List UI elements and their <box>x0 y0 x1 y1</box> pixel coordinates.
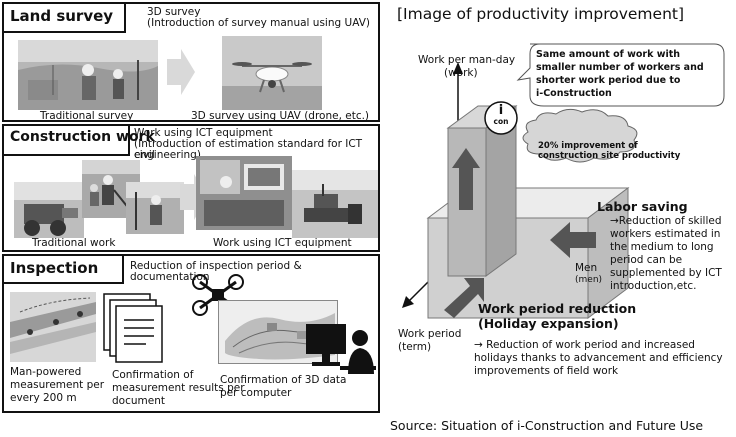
land-survey-subheading: (Introduction of survey manual using UAV… <box>147 17 370 29</box>
y-axis-label-2: (work) <box>444 67 478 79</box>
ict-work-caption: Work using ICT equipment <box>213 237 352 249</box>
inspection-caption-1-line2: measurement per <box>10 379 105 391</box>
labor-saving-title: Labor saving <box>597 199 688 214</box>
inspection-caption-1-line1: Man-powered <box>10 366 82 378</box>
inspection-panel: Inspection Reduction of inspection perio… <box>2 254 380 413</box>
z-axis-label-2: (term) <box>398 341 432 353</box>
x-axis-label-2: (men) <box>575 275 603 285</box>
traditional-work-photo-3 <box>126 182 184 234</box>
productivity-3d-diagram <box>402 43 725 319</box>
construction-subheading-1: (Introduction of estimation standard for… <box>134 138 363 161</box>
bubble-line-4: i-Construction <box>536 88 612 99</box>
source-note: Source: Situation of i-Construction and … <box>390 418 704 433</box>
diagonal-arrow-icon <box>444 278 484 318</box>
traditional-work-caption: Traditional work <box>32 237 116 249</box>
inspection-heading: Reduction of inspection period & documen… <box>130 260 302 283</box>
labor-line-5: supplemented by ICT <box>610 267 722 279</box>
computer-user-icon <box>306 324 376 374</box>
badge-i: i <box>498 103 504 118</box>
inspection-caption-3-line2: per computer <box>220 387 292 399</box>
y-axis-label-1: Work per man-day <box>418 54 516 66</box>
bubble-line-3: shorter work period due to <box>536 75 681 86</box>
up-arrow-icon <box>452 148 480 210</box>
uav-survey-photo <box>222 36 322 110</box>
labor-line-6: introduction,etc. <box>610 280 697 292</box>
productivity-title: [Image of productivity improvement] <box>397 5 685 23</box>
construction-title: Construction work <box>4 126 155 156</box>
left-arrow-icon <box>550 222 596 258</box>
construction-subheading-2: engineering) <box>134 149 201 161</box>
land-survey-panel: Land survey 3D survey (Introduction of s… <box>2 2 380 122</box>
period-line-3: improvements of field work <box>474 365 619 377</box>
ict-bulldozer-photo <box>292 170 378 238</box>
x-axis-label-1: Men <box>575 262 598 274</box>
inspection-title: Inspection <box>4 256 124 284</box>
z-axis-label-1: Work period <box>398 328 462 340</box>
i-con-badge <box>484 101 518 135</box>
inspection-caption-1-line3: every 200 m <box>10 392 77 404</box>
speech-bubble <box>516 43 725 107</box>
inspection-caption-2-line3: document <box>112 395 165 407</box>
period-title-1: Work period reduction <box>478 301 637 316</box>
uav-survey-caption: 3D survey using UAV (drone, etc.) <box>191 110 370 122</box>
traditional-work-photo-1 <box>14 182 84 238</box>
construction-heading: Work using ICT equipment <box>134 127 273 139</box>
construction-panel: Construction work Work using ICT equipme… <box>2 124 380 252</box>
labor-line-2: workers estimated in <box>610 228 721 240</box>
badge-con: con <box>493 117 509 126</box>
period-line-2: holidays thanks to advancement and effic… <box>474 352 723 364</box>
manpowered-measurement-image <box>10 292 96 362</box>
labor-line-1: →Reduction of skilled <box>610 215 722 227</box>
inspection-caption-3-line1: Confirmation of 3D data <box>220 374 347 386</box>
document-stack-icon <box>103 293 163 363</box>
traditional-survey-caption: Traditional survey <box>40 110 134 122</box>
ict-cabin-photo <box>196 156 292 230</box>
inspection-caption-2-line2: measurement results per <box>112 382 245 394</box>
cloud-line-2: construction site productivity <box>538 151 681 161</box>
bubble-line-1: Same amount of work with <box>536 49 681 60</box>
inspection-caption-2-line1: Confirmation of <box>112 369 194 381</box>
land-survey-title: Land survey <box>4 4 126 33</box>
productivity-cloud <box>522 108 638 163</box>
cloud-line-1: 20% improvement of <box>538 141 638 151</box>
traditional-survey-photo <box>18 40 158 110</box>
bubble-line-2: smaller number of workers and <box>536 62 704 73</box>
labor-line-4: period can be <box>610 254 683 266</box>
period-title-2: (Holiday expansion) <box>478 316 619 331</box>
land-survey-heading: 3D survey <box>147 6 201 18</box>
right-arrow-icon <box>167 49 195 95</box>
period-line-1: → Reduction of work period and increased <box>474 339 695 351</box>
labor-line-3: the medium to long <box>610 241 714 253</box>
